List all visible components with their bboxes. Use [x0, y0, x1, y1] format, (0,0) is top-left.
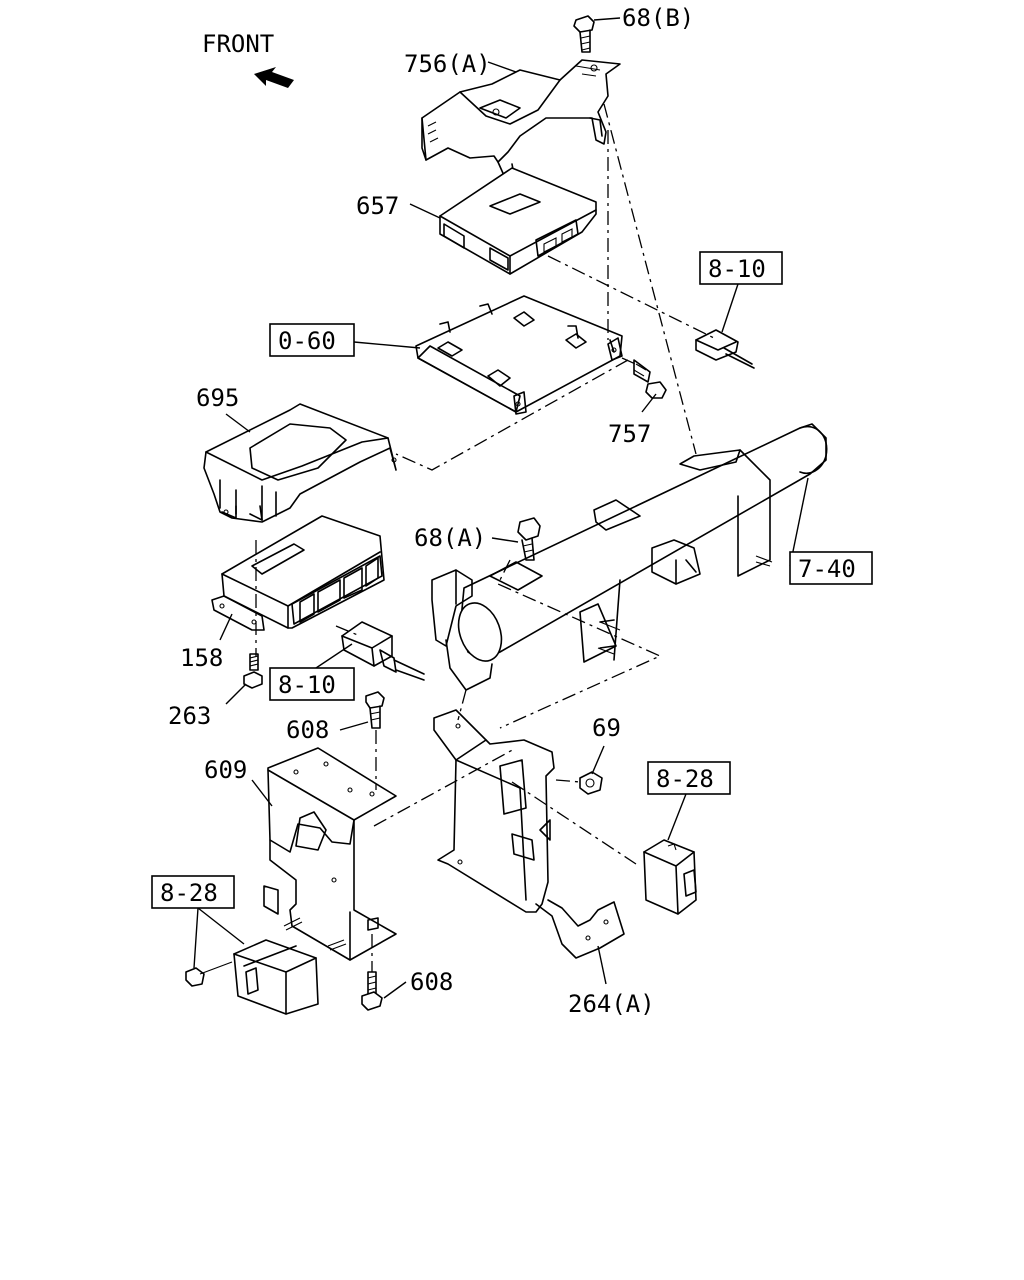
callout-657: 657: [356, 192, 399, 220]
callout-608-bottom: 608: [410, 968, 453, 996]
bracket-609: [263, 747, 397, 961]
connection-lines: [255, 103, 715, 972]
callout-68b: 68(B): [622, 4, 694, 32]
ref-box-0-60[interactable]: 0-60: [269, 323, 355, 357]
studs-609: [283, 917, 347, 951]
ref-box-8-28-right[interactable]: 8-28: [647, 761, 731, 795]
ref-box-8-28-left[interactable]: 8-28: [151, 875, 235, 909]
bolt-68a: [517, 517, 541, 561]
bolt-68b: [573, 15, 595, 53]
callout-757: 757: [608, 420, 651, 448]
connector-8-10-mid: [341, 621, 425, 681]
cover-695: [203, 403, 397, 523]
callout-264a: 264(A): [568, 990, 655, 1018]
bolt-608-top: [365, 691, 385, 729]
callout-695: 695: [196, 384, 239, 412]
relay-8-28-right: [643, 839, 697, 915]
bracket-264a: [433, 709, 625, 959]
connector-8-10-top: [695, 329, 755, 369]
cross-member-7-40: [431, 423, 828, 691]
callout-69: 69: [592, 714, 621, 742]
ref-label-7-40: 7-40: [798, 555, 856, 583]
tray-0-60: [415, 295, 623, 415]
callout-68a: 68(A): [414, 524, 486, 552]
callout-608-top: 608: [286, 716, 329, 744]
ref-box-8-10-top[interactable]: 8-10: [699, 251, 783, 285]
ref-label-0-60: 0-60: [278, 327, 336, 355]
ref-label-8-10-top: 8-10: [708, 255, 766, 283]
ref-label-8-10-mid: 8-10: [278, 671, 336, 699]
ref-box-8-10-mid[interactable]: 8-10: [269, 667, 355, 701]
ref-label-8-28-right: 8-28: [656, 765, 714, 793]
relay-8-28-left: [185, 939, 319, 1015]
callout-756a: 756(A): [404, 50, 491, 78]
callout-609: 609: [204, 756, 247, 784]
bracket-756a: [421, 59, 621, 187]
ecu-657: [439, 167, 597, 275]
callout-263: 263: [168, 702, 211, 730]
callout-158: 158: [180, 644, 223, 672]
front-label: FRONT: [202, 30, 274, 58]
bolt-263: [243, 653, 263, 689]
ref-box-7-40[interactable]: 7-40: [789, 551, 873, 585]
ref-label-8-28-left: 8-28: [160, 879, 218, 907]
front-arrow-icon: [254, 67, 294, 88]
bolt-757: [633, 359, 667, 399]
nut-69: [579, 771, 603, 795]
ecu-158: [211, 515, 385, 631]
bolt-608-bottom: [361, 971, 383, 1011]
